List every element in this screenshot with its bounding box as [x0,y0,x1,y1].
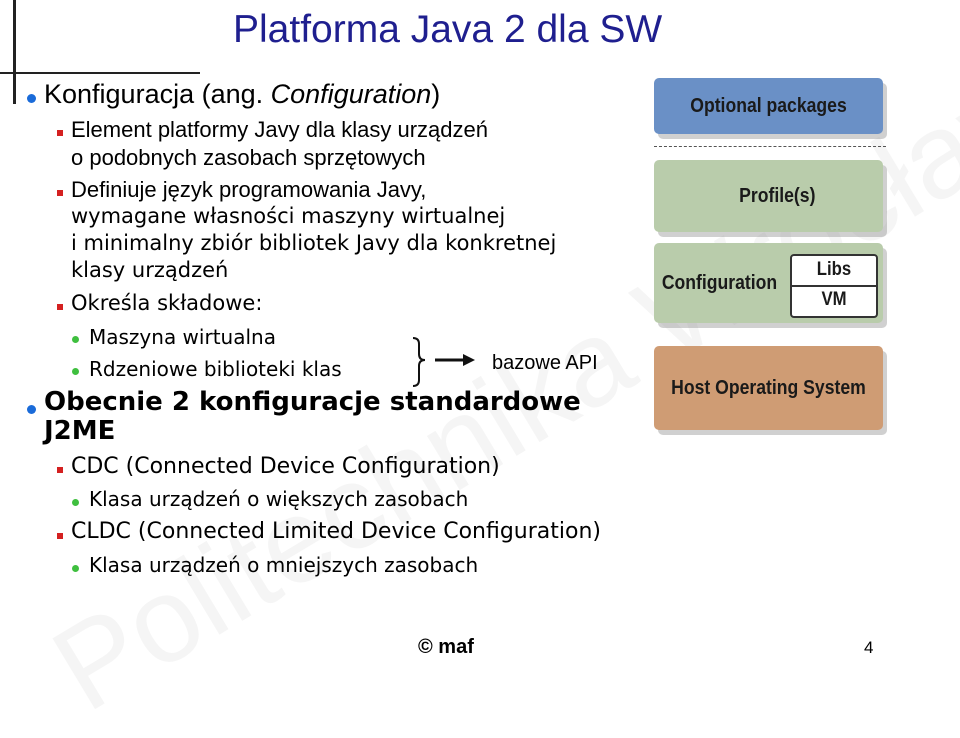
square-bullet-icon [57,533,63,539]
section-heading-current: Obecnie 2 konfiguracje standardowe [44,387,581,417]
square-bullet-icon [57,304,63,310]
component-item: Maszyna wirtualna [89,325,276,349]
list-item-line: Element platformy Javy dla klasy urządze… [71,117,488,142]
bullet-dot-icon [72,565,79,572]
page-number: 4 [864,638,874,657]
square-bullet-icon [57,467,63,473]
list-item-line: klasy urządzeń [71,258,229,282]
heading-italic: Configuration [270,79,432,109]
square-bullet-icon [57,190,63,196]
list-item-line: Definiuje język programowania Javy, [71,177,427,202]
bullet-dot-icon [27,405,36,414]
section-heading-configuration: Konfiguracja (ang. Configuration) [44,79,440,110]
bullet-dot-icon [27,94,36,103]
title-horizontal-rule [0,72,200,74]
libs-vm-divider [792,285,876,287]
section-heading-current-cont: J2ME [44,416,116,446]
list-item-line: Określa składowe: [71,291,263,315]
page-title: Platforma Java 2 dla SW [233,8,663,51]
libs-vm-box: Libs VM [790,254,878,318]
config-cdc: CDC (Connected Device Configuration) [71,454,500,479]
bullet-dot-icon [72,336,79,343]
layer-profiles-label: Profile(s) [739,185,816,207]
footer-copyright: © maf [418,636,474,658]
layer-configuration: Configuration Libs VM [654,243,883,323]
heading-prefix: Konfiguracja (ang. [44,79,271,109]
bullet-dot-icon [72,499,79,506]
layer-optional-packages: Optional packages [654,78,883,134]
bullet-dot-icon [72,368,79,375]
layer-optional-label: Optional packages [690,95,847,117]
dashed-separator [654,146,886,147]
libs-label: Libs [816,259,852,280]
config-cdc-note: Klasa urządzeń o większych zasobach [89,487,469,511]
list-item-line: i minimalny zbiór bibliotek Javy dla kon… [71,231,557,255]
layer-host-label: Host Operating System [671,377,866,399]
layer-host-os: Host Operating System [654,346,883,430]
square-bullet-icon [57,130,63,136]
brace-arrow-icon [412,337,475,387]
component-item: Rdzeniowe biblioteki klas [89,357,342,381]
list-item-line: o podobnych zasobach sprzętowych [71,145,426,170]
title-vertical-rule [13,0,16,104]
layer-profiles: Profile(s) [654,160,883,232]
heading-suffix: ) [431,79,441,109]
vm-label: VM [821,289,847,310]
config-cldc-note: Klasa urządzeń o mniejszych zasobach [89,553,479,577]
layer-configuration-label: Configuration [661,272,778,294]
base-api-label: bazowe API [492,352,598,374]
config-cldc: CLDC (Connected Limited Device Configura… [71,519,601,544]
list-item-line: wymagane własności maszyny wirtualnej [71,204,506,228]
